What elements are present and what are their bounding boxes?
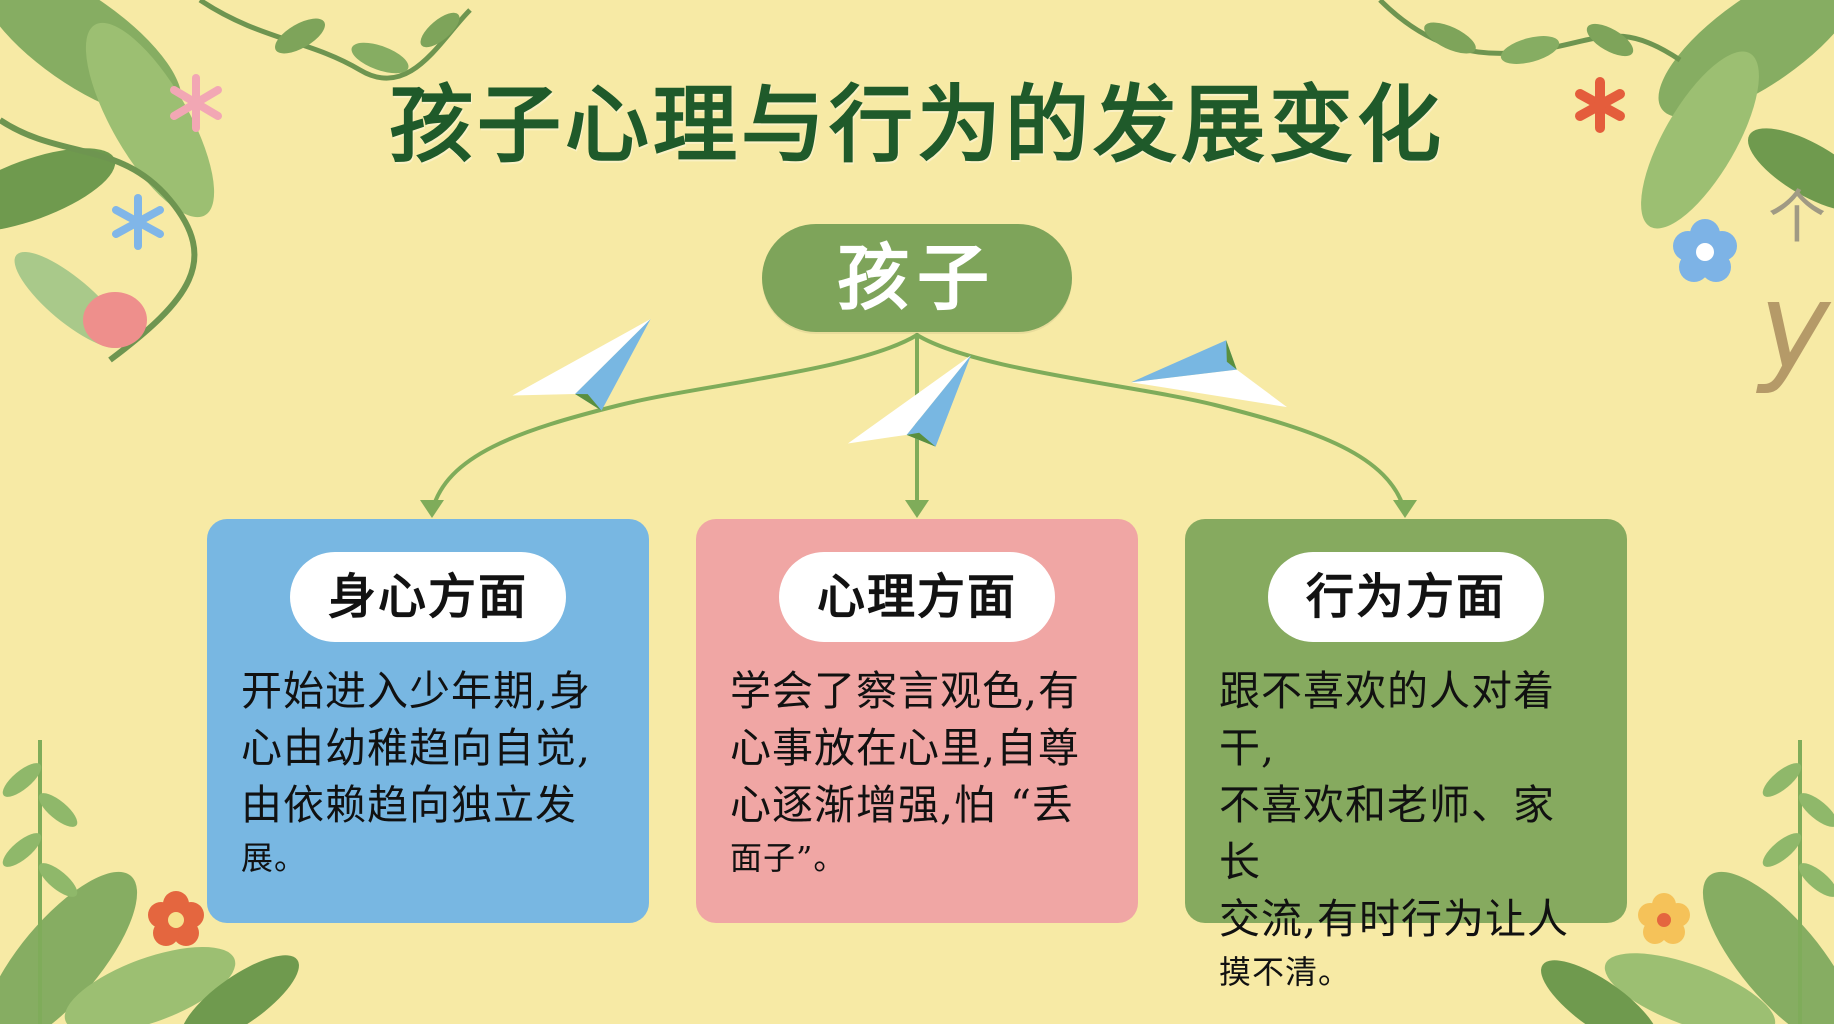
leaf-icon — [275, 18, 325, 54]
leaf-icon — [1541, 960, 1659, 1024]
flower-icon — [1673, 219, 1737, 282]
branch-line: 心事放在心里,自尊 — [730, 724, 1081, 772]
leaf-cluster-bottom-right — [1541, 740, 1834, 1024]
branch-line: 展。 — [241, 839, 308, 877]
leaf-cluster-bottom-left — [0, 740, 299, 1024]
branch-line: 跟不喜欢的人对着干, — [1219, 667, 1555, 772]
paper-plane-icon — [847, 355, 971, 447]
arrowhead-left — [420, 500, 444, 518]
branch-line: 不喜欢和老师、家长 — [1219, 781, 1555, 886]
branch-line: 摸不清。 — [1219, 953, 1352, 991]
branch-line: 交流,有时行为让人 — [1219, 895, 1570, 943]
leaf-icon — [1604, 953, 1776, 1024]
corner-glyph: 个 — [1767, 183, 1826, 251]
arrowhead-center — [905, 500, 929, 518]
arrowhead-right — [1393, 500, 1417, 518]
leaf-icon — [420, 12, 460, 48]
leaf-icon — [2, 763, 42, 797]
page-title: 孩子心理与行为的发展变化 — [388, 75, 1445, 174]
root-node: 孩子 — [762, 224, 1072, 332]
corner-letter: y — [1758, 258, 1830, 397]
branch-card-psychological: 心理方面 学会了察言观色,有 心事放在心里,自尊 心逐渐增强,怕 “丢 面子”。 — [696, 519, 1138, 923]
leaf-icon — [1641, 51, 1759, 229]
leaf-cluster-top-right — [1378, 0, 1834, 229]
leaf-icon — [1798, 863, 1834, 897]
vine-stem — [0, 117, 198, 363]
leaf-icon — [1424, 22, 1476, 54]
branch-body: 开始进入少年期,身 心由幼稚趋向自觉, 由依赖趋向独立发 展。 — [241, 663, 617, 882]
arrowheads — [420, 500, 1417, 518]
leaf-icon — [0, 871, 138, 1024]
leaf-icon — [181, 955, 299, 1024]
leaf-icon — [1748, 128, 1834, 212]
branch-body: 跟不喜欢的人对着干, 不喜欢和老师、家长 交流,有时行为让人 摸不清。 — [1219, 663, 1595, 996]
asterisk-icon — [170, 74, 222, 132]
vine-stem — [198, 0, 472, 81]
leaf-icon — [2, 833, 42, 867]
leaf-icon — [351, 42, 409, 74]
branch-card-behavioral: 行为方面 跟不喜欢的人对着干, 不喜欢和老师、家长 交流,有时行为让人 摸不清。 — [1185, 519, 1627, 991]
flower-icon — [1638, 893, 1690, 944]
branch-heading: 行为方面 — [1268, 552, 1544, 642]
branch-line: 心由幼稚趋向自觉, — [241, 724, 592, 772]
branch-line: 心逐渐增强,怕 “丢 — [730, 781, 1075, 829]
branch-card-physical-mental: 身心方面 开始进入少年期,身 心由幼稚趋向自觉, 由依赖趋向独立发 展。 — [207, 519, 649, 923]
leaf-icon — [1702, 871, 1834, 1024]
leaf-icon — [64, 946, 236, 1024]
leaf-icon — [1762, 763, 1802, 797]
branch-line: 面子”。 — [730, 839, 847, 877]
paper-plane-icon — [1131, 340, 1287, 408]
branch-heading: 心理方面 — [779, 552, 1055, 642]
paper-plane-icon — [512, 319, 651, 411]
flower-icon — [148, 891, 204, 946]
branch-heading: 身心方面 — [290, 552, 566, 642]
branch-line: 由依赖趋向独立发 — [241, 781, 577, 829]
connector-left — [430, 333, 919, 514]
branch-line: 学会了察言观色,有 — [730, 667, 1081, 715]
leaf-icon — [85, 22, 215, 218]
asterisk-icon — [1575, 77, 1625, 133]
branch-line: 开始进入少年期,身 — [241, 667, 592, 715]
leaf-cluster-top-left — [0, 0, 472, 363]
leaf-icon — [38, 863, 78, 897]
leaf-icon — [0, 148, 116, 232]
connector-right — [915, 333, 1407, 514]
leaf-icon — [38, 793, 78, 827]
branch-body: 学会了察言观色,有 心事放在心里,自尊 心逐渐增强,怕 “丢 面子”。 — [730, 663, 1106, 882]
leaf-icon — [1762, 833, 1802, 867]
leaf-icon — [1798, 793, 1834, 827]
asterisk-icon — [112, 194, 164, 250]
leaf-icon — [1500, 36, 1560, 64]
leaf-icon — [1586, 23, 1634, 57]
flower-icon — [83, 292, 147, 348]
